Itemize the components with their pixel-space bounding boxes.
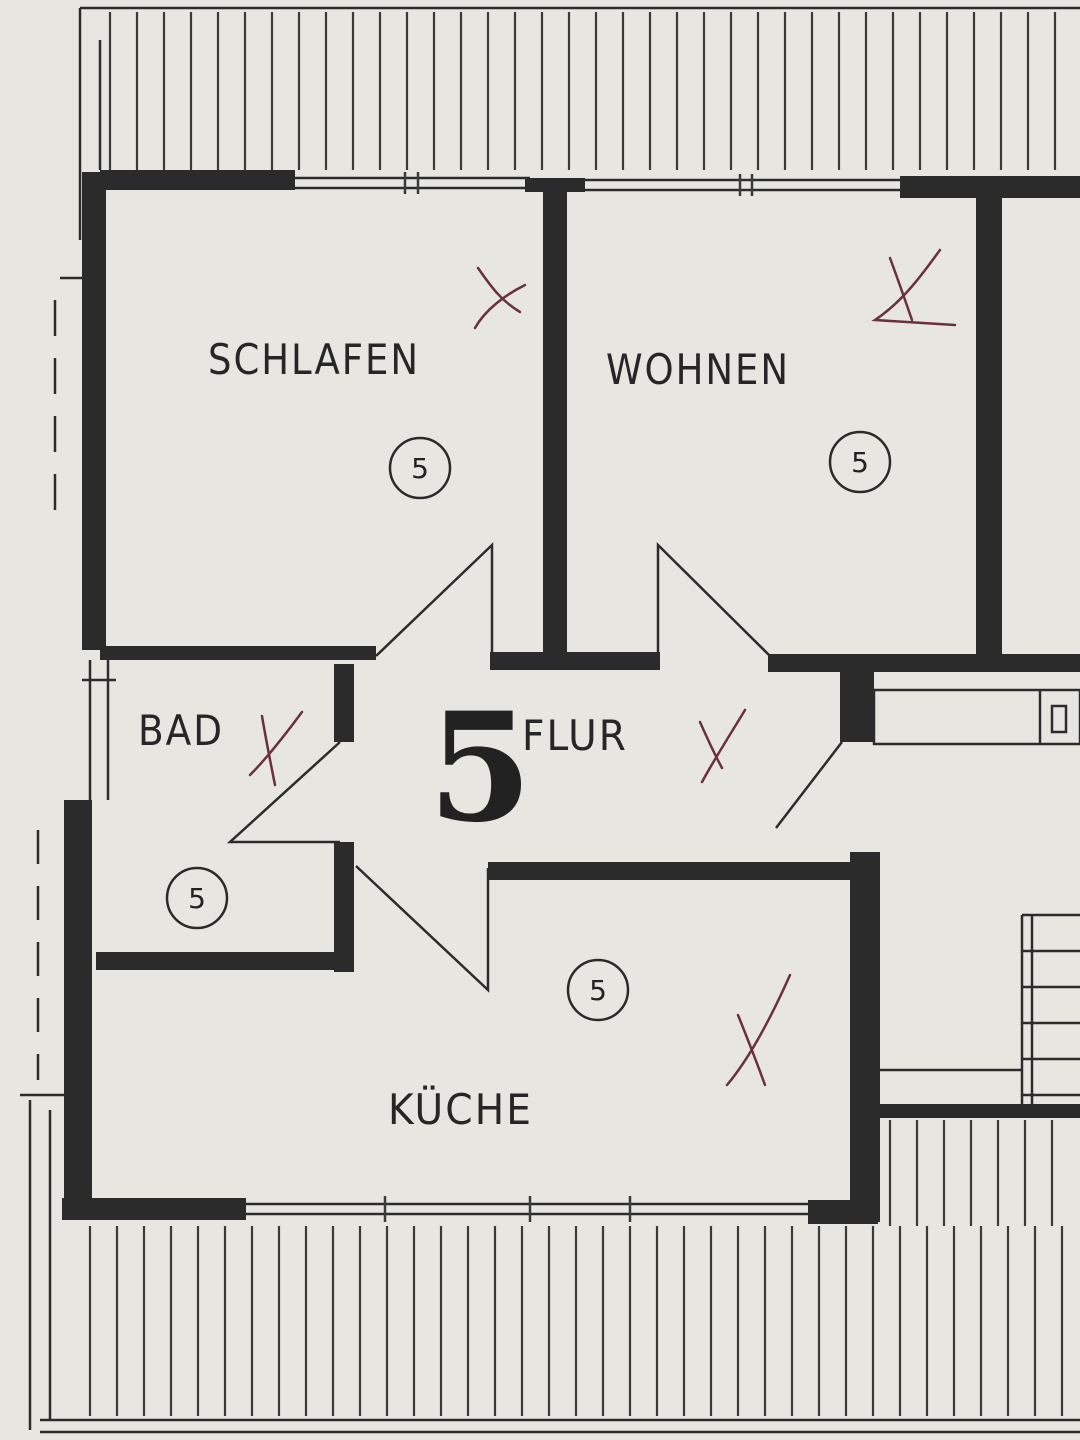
hatch-frames (28, 6, 1080, 1434)
room-labels: SCHLAFEN WOHNEN BAD FLUR KÜCHE (138, 335, 790, 1134)
wall-kueche-right (850, 852, 880, 1222)
stair-treads (1020, 913, 1080, 1104)
wall-wohnen-right (976, 185, 1002, 660)
room-marker-kueche: 5 (566, 958, 630, 1022)
cabinet-strip (872, 688, 1080, 746)
room-marker-wohnen: 5 (828, 430, 892, 494)
room-label-wohnen: WOHNEN (606, 345, 790, 394)
room-markers: 5 5 5 5 (165, 430, 892, 1022)
window-lines (82, 172, 900, 1222)
room-marker-schlafen: 5 (388, 436, 452, 500)
room-label-schlafen: SCHLAFEN (208, 335, 420, 384)
wall-bad-top (100, 646, 376, 660)
wall-flur-top-right (768, 654, 1080, 672)
wall-bottom-right (808, 1200, 878, 1224)
wall-stair-bottom (878, 1104, 1080, 1118)
room-marker-schlafen-text: 5 (411, 452, 429, 485)
wall-left-upper (82, 172, 106, 650)
wall-bad-right-upper (334, 664, 354, 742)
room-label-flur: FLUR (522, 711, 628, 760)
wall-bad-bottom (96, 952, 352, 970)
unit-number: 5 (428, 680, 532, 856)
wall-bad-right-lower (334, 842, 354, 972)
wall-schlafen-wohnen (543, 185, 567, 657)
room-marker-kueche-text: 5 (589, 974, 607, 1007)
door-swings (226, 542, 843, 993)
pen-marks (248, 248, 957, 1087)
wall-bottom (62, 1198, 246, 1220)
wall-flur-top-left (490, 652, 660, 670)
room-marker-wohnen-text: 5 (851, 446, 869, 479)
stair-and-cabinet (872, 688, 1080, 1118)
walls (62, 170, 1080, 1224)
room-marker-bad: 5 (165, 866, 229, 930)
wall-left-lower (64, 800, 92, 1220)
right-balcony-hatching (888, 1120, 1054, 1226)
wall-kueche-top (488, 862, 868, 880)
wall-flur-pillar (840, 666, 874, 742)
room-label-kueche: KÜCHE (388, 1084, 533, 1134)
bottom-balcony-hatching (88, 1226, 1064, 1416)
top-balcony-hatching (108, 12, 1057, 170)
wall-top-left (100, 170, 295, 190)
room-label-bad: BAD (138, 706, 224, 755)
room-marker-bad-text: 5 (188, 882, 206, 915)
